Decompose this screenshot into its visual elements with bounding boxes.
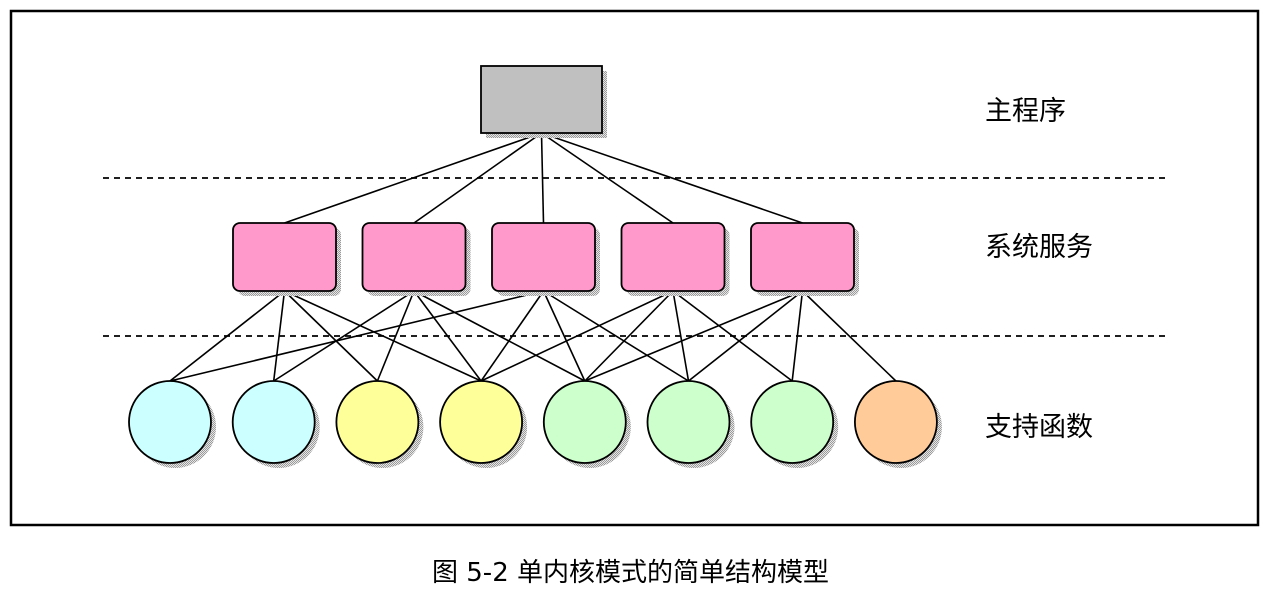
edge-service-to-function — [413, 290, 482, 382]
figure-caption: 图 5-2 单内核模式的简单结构模型 — [432, 558, 829, 588]
system-service-box-3 — [491, 222, 596, 292]
support-function-circle-8 — [854, 380, 938, 464]
edge-service-to-function — [413, 290, 586, 382]
edge-service-to-function — [480, 290, 545, 382]
edge-service-to-function — [791, 290, 804, 382]
edge-main-to-service — [413, 132, 542, 224]
edge-service-to-function — [672, 290, 793, 382]
support-function-circle-2 — [231, 380, 316, 464]
support-function-circle-5 — [542, 380, 627, 464]
support-function-circle-7 — [750, 380, 835, 464]
edge-service-to-function — [688, 290, 803, 382]
support-function-circle-4 — [439, 380, 524, 464]
support-function-circle-1 — [128, 380, 212, 464]
edge-service-to-function — [542, 290, 586, 382]
connection-lines — [169, 132, 897, 382]
edge-main-to-service — [541, 132, 674, 224]
main-program-box — [480, 65, 603, 134]
edge-service-to-function — [169, 290, 544, 382]
edge-service-to-function — [543, 290, 689, 382]
edge-service-to-function — [584, 290, 674, 382]
layer-label-system-services: 系统服务 — [985, 232, 1093, 263]
system-service-box-4 — [620, 222, 726, 292]
edge-main-to-service — [541, 132, 803, 224]
support-function-circle-3 — [335, 380, 420, 464]
layer-label-support-functions: 支持函数 — [985, 412, 1093, 443]
layer-label-main-program: 主程序 — [985, 96, 1066, 127]
edge-main-to-service — [284, 132, 542, 224]
support-function-circle-6 — [646, 380, 731, 464]
edge-service-to-function — [480, 290, 674, 382]
edge-service-to-function — [272, 290, 286, 382]
edge-service-to-function — [283, 290, 378, 382]
edge-service-to-function — [672, 290, 690, 382]
edge-service-to-function — [584, 290, 803, 382]
system-service-box-5 — [750, 222, 855, 292]
edge-service-to-function — [801, 290, 897, 382]
system-service-box-1 — [232, 222, 337, 292]
edge-service-to-function — [169, 290, 285, 382]
edge-service-to-function — [376, 290, 415, 382]
diagram-nodes — [128, 65, 942, 468]
edge-main-to-service — [540, 132, 545, 224]
edge-service-to-function — [284, 290, 482, 382]
edge-service-to-function — [273, 290, 415, 382]
system-service-box-2 — [361, 222, 467, 292]
